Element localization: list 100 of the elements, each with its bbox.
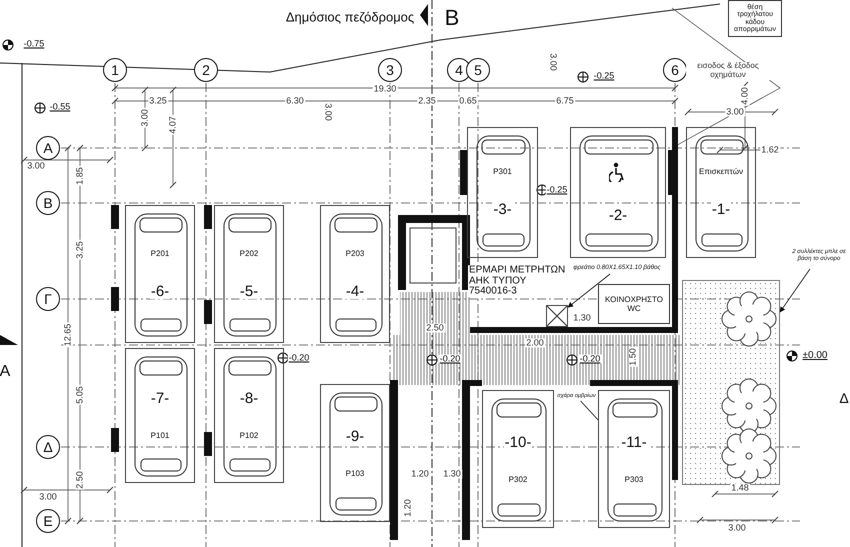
section-label: A: [0, 364, 12, 380]
grid-bubble: [194, 58, 218, 82]
dimension-value: 4.00: [740, 86, 750, 106]
grid-label: Δ: [43, 439, 53, 455]
space-number: -5-: [238, 284, 260, 298]
level-value: -0.20: [288, 354, 310, 362]
grid-label: Ε: [43, 513, 53, 529]
space-label: P301: [492, 168, 513, 176]
dimension-value: 6.30: [285, 96, 305, 106]
dimension-value: 3.00: [727, 524, 747, 532]
dimension-value: 1.50: [628, 347, 638, 367]
grid-bubble: [36, 136, 60, 160]
space-label: P103: [344, 470, 366, 478]
grid-bubble: [36, 435, 60, 459]
grid-label: Γ: [44, 291, 52, 307]
dimension-value: 1.30: [572, 314, 592, 322]
space-number: -4-: [344, 284, 366, 298]
space-label: P101: [150, 432, 170, 440]
parking-space: [467, 127, 538, 258]
section-label: B: [444, 7, 460, 29]
planting-area: [682, 280, 780, 485]
space-number: -3-: [492, 202, 513, 217]
parking-space: [125, 205, 195, 343]
dimension-value: 2.50: [425, 324, 445, 332]
dimension-value: 1.48: [730, 484, 750, 492]
dimension-value: 3.00: [26, 162, 46, 170]
dimension-value: 0.65: [458, 96, 478, 106]
dimension-value: 3.00: [725, 108, 745, 116]
manhole-cover: [546, 305, 568, 327]
dimension-value: 3.00: [324, 102, 332, 122]
grid-bubble: [36, 191, 60, 215]
parking-space: [320, 205, 390, 343]
space-number: -10-: [504, 434, 532, 450]
level-value: ±0.00: [802, 351, 828, 361]
dimension-value: 1.30: [442, 470, 462, 478]
dimension-value: 1.20: [404, 498, 412, 518]
space-number: -8-: [238, 391, 260, 406]
grid-label: Α: [43, 140, 53, 156]
bin-area: [728, 0, 782, 37]
space-number: -11-: [620, 434, 648, 450]
parking-space: [214, 205, 284, 343]
dimension-value: 12.65: [64, 322, 72, 348]
dimension-value: 19.30: [372, 84, 398, 94]
street-name: Δημόσιος πεζόδρομος: [284, 10, 416, 24]
leader-line: [780, 268, 810, 313]
dimension-value: 4.07: [168, 115, 178, 135]
dimension-value: 1.62: [760, 146, 780, 154]
dimension-value: 2.35: [417, 96, 437, 106]
dimension-value: 3.00: [140, 108, 150, 128]
grid-bubble: [663, 58, 687, 82]
grid-label: 1: [111, 62, 119, 78]
room-label: ΚΟΙΝΟΧΡΗΣΤΟ WC: [599, 295, 669, 313]
level-value: -0.75: [22, 40, 46, 48]
grid-bubble: [378, 58, 402, 82]
level-value: -0.55: [48, 102, 72, 112]
parking-space: [125, 348, 195, 483]
parking-space: [320, 384, 390, 522]
space-number: -9-: [344, 428, 366, 444]
parking-space: [686, 127, 756, 258]
grid-bubble: [36, 509, 60, 533]
space-label: P202: [238, 250, 260, 258]
dimension-value: 3.25: [76, 240, 84, 260]
grid-label: 6: [671, 62, 679, 78]
grid-label: Β: [43, 195, 53, 211]
dimension-value: 3.25: [148, 96, 168, 106]
space-number: -6-: [150, 284, 170, 298]
space-number: -2-: [608, 208, 628, 223]
parking-space: [570, 127, 666, 258]
dimension-value: 2.50: [76, 470, 84, 490]
space-number: -7-: [150, 391, 170, 406]
grid-label: 2: [202, 62, 210, 78]
section-label: Δ: [838, 391, 850, 405]
grid-bubble: [466, 58, 490, 82]
dimension-value: 5.05: [76, 385, 84, 405]
parking-space: [214, 348, 284, 483]
space-label: P102: [238, 432, 260, 440]
level-value: -0.25: [546, 186, 568, 194]
space-number: -1-: [710, 202, 732, 217]
parking-space: [482, 390, 554, 528]
level-value: -0.20: [438, 354, 462, 364]
wc-room: [598, 284, 670, 324]
space-label: P201: [150, 250, 170, 258]
note-text: εισοδος & έξοδος οχημάτων: [686, 62, 770, 80]
dimension-value: 2.00: [525, 338, 545, 348]
parking-space: [598, 390, 670, 528]
dimension-value: 3.00: [548, 52, 558, 72]
dimension-value: 1.85: [76, 166, 84, 186]
level-value: -0.20: [578, 354, 602, 364]
grid-label: 5: [474, 62, 482, 78]
grid-label: 3: [386, 62, 394, 78]
dimension-value: 3.00: [38, 492, 58, 502]
dimension-value: 1.20: [410, 470, 430, 478]
leader-line: [580, 400, 598, 420]
space-label: P303: [624, 476, 644, 484]
grid-bubble: [103, 58, 127, 82]
space-label: Επισκεπτών: [698, 168, 744, 176]
grid-label: 4: [455, 62, 463, 78]
leader-line: [568, 274, 610, 308]
dimension-value: 6.75: [555, 96, 575, 106]
level-value: -0.25: [592, 72, 616, 80]
